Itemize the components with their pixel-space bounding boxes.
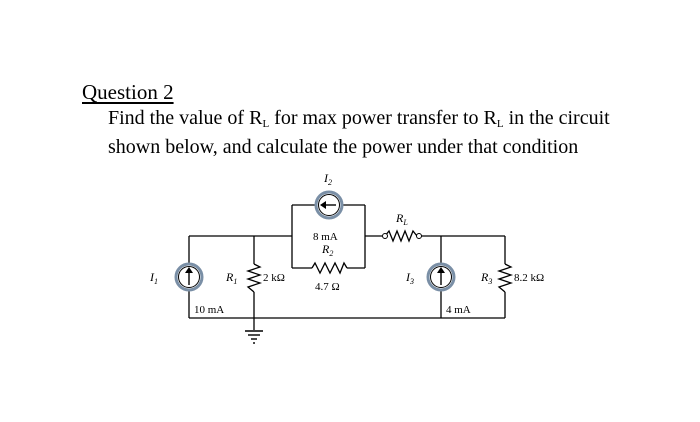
load-resistor-rl [382, 229, 422, 243]
value-i3: 4 mA [446, 304, 471, 316]
value-r1: 2 kΩ [263, 272, 285, 284]
current-source-i2 [314, 190, 344, 220]
question-line-2: shown below, and calculate the power und… [108, 136, 579, 158]
question-line-1: Find the value of RL for max power trans… [108, 105, 668, 134]
label-r3: R3 [480, 270, 492, 286]
question-text: Find the value of RL for max power trans… [108, 105, 668, 160]
resistor-r1 [245, 263, 263, 293]
resistor-r2 [311, 261, 348, 275]
question-line-1-a: Find the value of R [108, 107, 263, 129]
label-i3: I3 [405, 270, 414, 286]
question-title: Question 2 [82, 80, 174, 104]
label-rl: RL [395, 211, 408, 227]
label-i2: I2 [323, 171, 332, 187]
label-i1: I1 [149, 270, 158, 286]
question-line-1-c: in the circuit [503, 107, 610, 129]
question-line-1-b: for max power transfer to R [269, 107, 497, 129]
label-r1: R1 [225, 270, 237, 286]
label-r2: R2 [321, 242, 333, 258]
value-r2: 4.7 Ω [315, 281, 340, 293]
ground-icon [245, 330, 263, 344]
circuit-wires [188, 204, 506, 330]
value-i2: 8 mA [313, 231, 338, 243]
current-source-i3 [426, 262, 456, 292]
value-i1: 10 mA [194, 304, 224, 316]
current-source-i1 [174, 262, 204, 292]
rl-subscript-2: L [496, 118, 504, 130]
resistor-r3 [496, 263, 514, 293]
value-r3: 8.2 kΩ [514, 272, 544, 284]
rl-subscript-1: L [262, 118, 270, 130]
